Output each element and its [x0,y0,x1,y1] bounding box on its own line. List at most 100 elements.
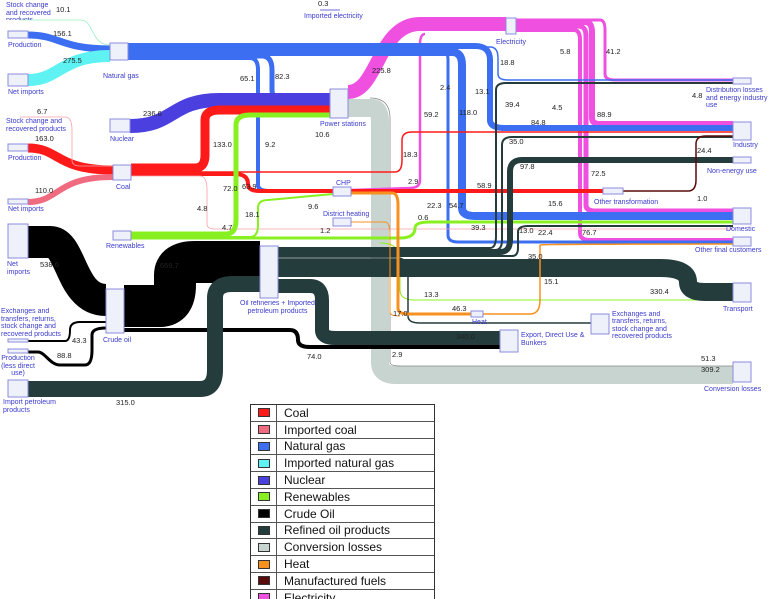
label-crude-net-imports: Net imports [7,261,30,276]
flow-heat-district [351,221,401,317]
node-industry[interactable] [732,121,752,141]
label-crude-oil: Crude oil [103,337,131,344]
flow-value-label: 0.3 [318,0,328,8]
label-import-petroleum: Import petroleum products [3,399,56,414]
flow-crude-imports [28,226,109,316]
flow-value-label: 58.9 [477,181,492,190]
node-chp[interactable] [332,186,352,197]
flow-value-label: 59.2 [424,110,439,119]
flow-value-label: 88.9 [597,110,612,119]
node-crude-production[interactable] [7,348,29,354]
legend-item: Nuclear [251,472,434,489]
node-other-transformation[interactable] [602,187,624,195]
node-power-stations[interactable] [329,88,349,119]
legend-label: Conversion losses [284,540,383,555]
flow-coal-imports [27,174,114,205]
legend-swatch [251,522,277,539]
flow-value-label: 225.8 [372,66,391,75]
flow-value-label: 18.8 [500,58,515,67]
flow-heat-chp [351,191,471,316]
flow-value-label: 18.3 [403,150,418,159]
legend-label: Crude Oil [284,506,335,521]
node-renewables[interactable] [112,230,132,241]
node-transport[interactable] [732,282,752,303]
legend-item: Heat [251,556,434,573]
flow-value-label: 35.0 [509,137,524,146]
label-exchanges-right: Exchanges and transfers, returns, stock … [612,311,672,340]
flow-gas-other-final [128,47,733,244]
legend-swatch [251,405,277,421]
legend-label: Electricity [284,590,336,599]
flow-value-label: 5.8 [560,47,570,56]
flow-coal-domestic [131,175,733,230]
label-other-final: Other final customers [695,247,762,254]
flow-value-label: 4.5 [552,103,562,112]
flow-electricity-domestic [516,23,733,214]
node-import-petroleum[interactable] [7,379,29,398]
node-oil-refineries[interactable] [259,245,279,299]
node-crude-exchanges[interactable] [7,338,29,343]
flow-value-label: 35.0 [528,252,543,261]
node-district-heating[interactable] [332,217,352,227]
flow-value-label: 17.0 [393,309,408,318]
node-gas-net-imports[interactable] [7,73,29,87]
flow-value-label: 4.7 [222,223,232,232]
legend-swatch [251,472,277,488]
flow-value-label: 15.1 [544,277,559,286]
flow-value-label: 13.3 [424,290,439,299]
label-export: Export, Direct Use & Bunkers [521,332,585,347]
node-nuclear[interactable] [109,118,131,133]
label-heat: Heat [472,319,487,326]
flow-value-label: 538.6 [40,260,59,269]
node-coal[interactable] [112,164,132,181]
label-coal: Coal [116,184,131,191]
node-coal-production[interactable] [7,143,29,152]
node-crude-net-imports[interactable] [7,223,29,259]
node-gas-production[interactable] [7,30,29,39]
label-nuclear: Nuclear [110,136,135,143]
legend-item: Imported natural gas [251,455,434,473]
legend-label: Manufactured fuels [284,573,387,588]
node-domestic[interactable] [732,207,752,225]
node-conversion-losses[interactable] [732,361,752,383]
label-chp: CHP [336,180,351,187]
node-electricity[interactable] [505,17,517,35]
flow-value-label: 1.2 [320,226,330,235]
flow-value-label: 18.1 [245,210,260,219]
flow-value-label: 54.7 [449,201,464,210]
node-non-energy[interactable] [732,156,752,164]
legend-label: Nuclear [284,473,326,488]
node-export[interactable] [499,329,519,353]
flow-coal-power [131,105,330,173]
flow-refined-nonenergy [278,157,733,255]
flow-value-label: 65.1 [240,74,255,83]
flow-value-label: 156.1 [53,29,72,38]
flow-value-label: 72.5 [591,169,606,178]
node-natural-gas[interactable] [109,42,129,61]
flow-electricity-power [346,17,506,99]
flow-value-label: 24.4 [697,146,712,155]
legend-label: Natural gas [284,439,346,454]
node-heat[interactable] [470,310,484,318]
label-coal-production: Production [8,155,42,162]
legend-item: Coal [251,405,434,422]
label-imported-electricity: Imported electricity [304,13,363,20]
label-distribution-losses: Distribution losses and energy industry … [706,87,768,109]
label-industry: Industry [733,142,758,149]
node-exchanges-right[interactable] [590,313,610,335]
flow-value-label: 6.7 [37,107,47,116]
flow-value-label: 118.0 [459,108,477,117]
flow-value-label: 39.4 [505,100,520,109]
flow-refined-exchanges [278,257,591,324]
flow-value-label: 22.4 [538,228,553,237]
flow-value-label: 0.6 [418,213,428,222]
node-other-final[interactable] [732,236,752,247]
flow-coal-stock [20,116,113,167]
legend-swatch [251,539,277,556]
flow-conversion-losses [340,99,733,384]
node-crude-oil[interactable] [105,288,125,334]
node-distribution-losses[interactable] [732,77,752,85]
node-coal-net-imports[interactable] [7,198,29,205]
